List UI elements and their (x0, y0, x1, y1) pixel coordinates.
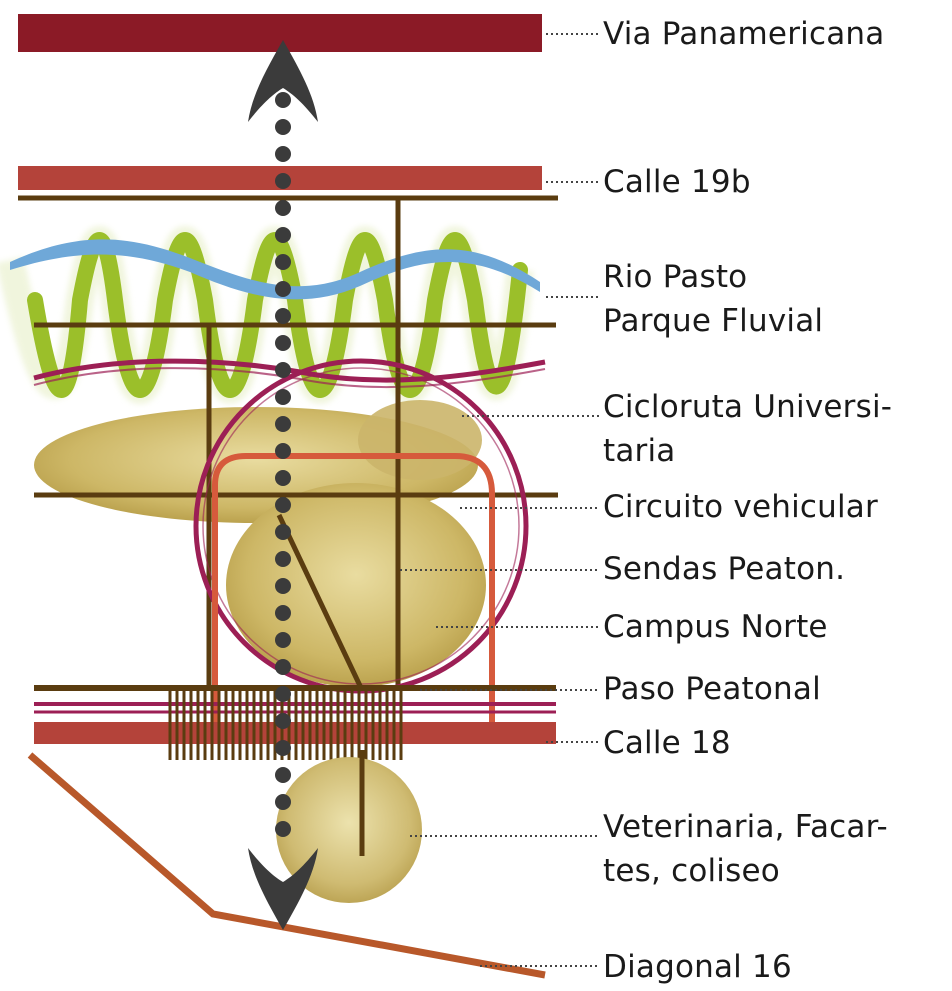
axis-dot (275, 308, 291, 324)
label-rio-pasto: Rio Pasto Parque Fluvial (603, 255, 823, 343)
axis-dot (275, 443, 291, 459)
label-circuito-vehicular: Circuito vehicular (603, 489, 878, 525)
axis-dot (275, 335, 291, 351)
axis-dot (275, 713, 291, 729)
campus-norte-blob (226, 483, 486, 687)
axis-dot (275, 470, 291, 486)
label-calle-19b: Calle 19b (603, 164, 751, 200)
axis-dot (275, 362, 291, 378)
label-via-panamericana: Via Panamericana (603, 16, 885, 52)
label-rio-pasto-line2: Parque Fluvial (603, 303, 824, 339)
axis-dot (275, 767, 291, 783)
axis-dot (275, 173, 291, 189)
axis-dot (275, 200, 291, 216)
label-campus-norte: Campus Norte (603, 609, 828, 645)
axis-dot (275, 227, 291, 243)
axis-dot (275, 497, 291, 513)
diagonal-16-road (27, 752, 546, 979)
campus-diagonal-inner (276, 513, 365, 692)
axis-dot (275, 605, 291, 621)
axis-dot (275, 740, 291, 756)
axis-dot (275, 659, 291, 675)
label-calle-18: Calle 18 (603, 725, 731, 761)
axis-dot (275, 686, 291, 702)
label-veterinaria: Veterinaria, Facar- tes, coliseo (603, 805, 888, 893)
label-cicloruta: Cicloruta Universi- taria (603, 385, 892, 473)
label-sendas-peaton: Sendas Peaton. (603, 551, 846, 587)
parque-fluvial-wave (0, 226, 534, 404)
axis-dot (275, 794, 291, 810)
arrow-head-up-icon (248, 40, 318, 122)
axis-dot (275, 416, 291, 432)
axis-dot (275, 281, 291, 297)
axis-dot (275, 578, 291, 594)
axis-dot (275, 821, 291, 837)
label-rio-pasto-line1: Rio Pasto (603, 259, 748, 295)
label-diagonal-16: Diagonal 16 (603, 949, 792, 985)
arrow-head-down-icon (248, 848, 318, 930)
label-cicloruta-line1: Cicloruta Universi- (603, 389, 893, 425)
label-paso-peatonal: Paso Peatonal (603, 671, 821, 707)
label-cicloruta-line2: taria (603, 433, 676, 469)
axis-dot (275, 632, 291, 648)
axis-dot (275, 524, 291, 540)
axis-dot (275, 146, 291, 162)
rio-pasto-river (10, 239, 540, 300)
axis-dot (275, 551, 291, 567)
axis-dotted-line (275, 92, 291, 837)
axis-dot (275, 254, 291, 270)
label-veterinaria-line2: tes, coliseo (603, 853, 780, 889)
sendas-peatonales-path (212, 453, 495, 728)
axis-dot (275, 389, 291, 405)
leader-lines (400, 33, 600, 967)
axis-dot (275, 92, 291, 108)
axis-dot (275, 119, 291, 135)
label-veterinaria-line1: Veterinaria, Facar- (603, 809, 888, 845)
